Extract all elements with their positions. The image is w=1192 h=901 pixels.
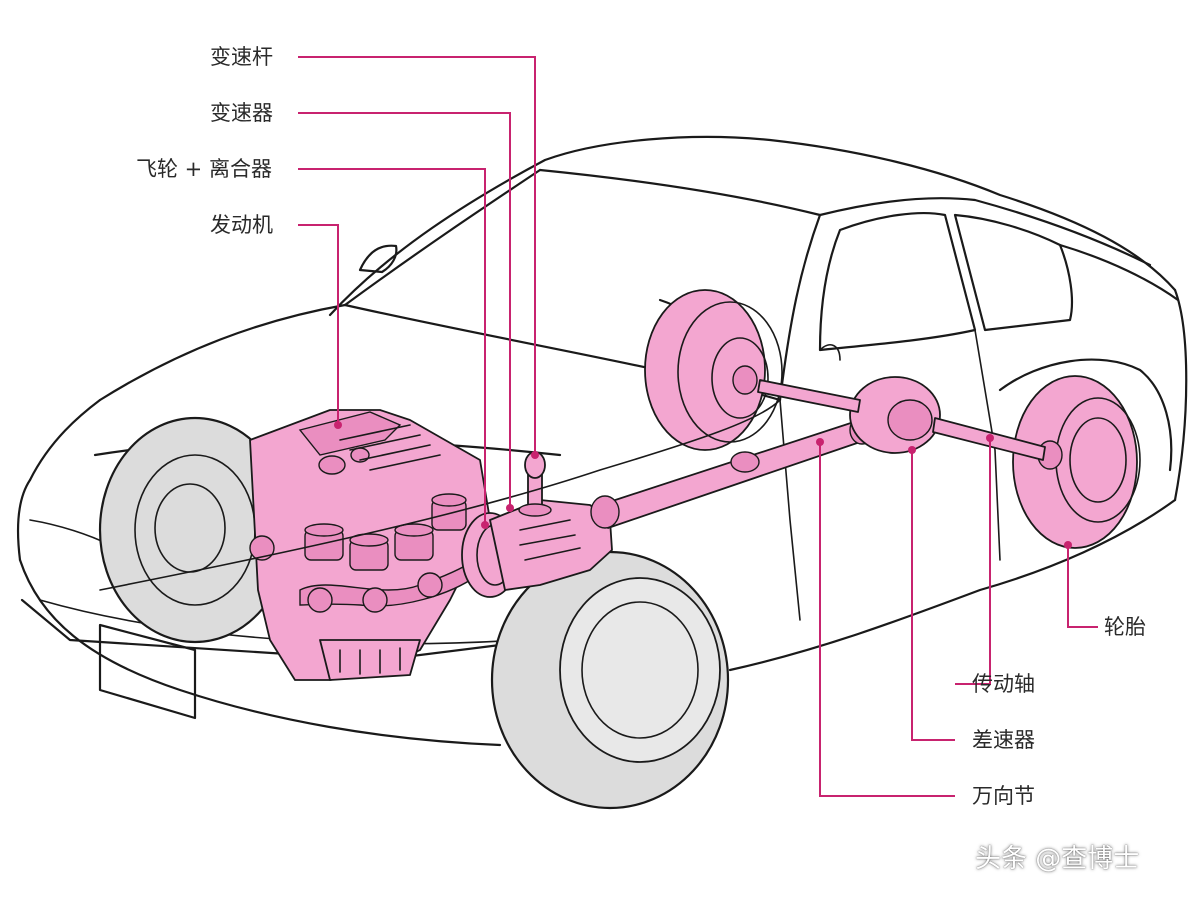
roof-line xyxy=(328,135,1177,317)
label-flywheel-clutch: 飞轮 + 离合器 xyxy=(136,157,272,181)
leader-differential xyxy=(911,450,955,741)
a-pillar xyxy=(778,213,822,402)
rear-end xyxy=(1173,288,1188,502)
label-drive-shaft: 传动轴 xyxy=(972,672,1035,696)
c-pillar xyxy=(1058,243,1180,302)
rear-arch xyxy=(998,358,1173,472)
label-gearbox: 变速器 xyxy=(210,101,273,125)
door-line-front xyxy=(779,399,801,621)
leader-universal-joint xyxy=(819,442,955,797)
leader-gear-lever xyxy=(298,56,536,455)
label-gear-lever: 变速杆 xyxy=(210,45,273,69)
rear-near-wheel xyxy=(1012,375,1141,549)
hood-front xyxy=(28,398,102,482)
door-line-rear xyxy=(974,329,1001,561)
car-body xyxy=(16,135,1188,747)
windshield-left xyxy=(343,168,542,307)
label-tire: 轮胎 xyxy=(1104,615,1146,639)
floor-line xyxy=(99,399,781,591)
leader-tire xyxy=(1067,545,1098,628)
side-mirror xyxy=(358,244,398,274)
front-right-wheel xyxy=(490,550,730,810)
front-side-window xyxy=(818,212,977,352)
engine-block xyxy=(249,409,491,681)
watermark: 头条 @查博士 xyxy=(975,844,1140,874)
door-handle xyxy=(819,344,841,361)
rocker-line xyxy=(728,498,1177,672)
leader-drive-shaft xyxy=(955,438,991,685)
gearbox xyxy=(489,499,613,591)
leader-flywheel xyxy=(298,168,486,525)
leader-lines xyxy=(298,56,1098,797)
label-engine: 发动机 xyxy=(210,213,273,237)
gear-lever xyxy=(518,451,552,517)
hood-edge xyxy=(98,303,347,402)
rear-far-wheel xyxy=(644,289,783,451)
leader-gearbox xyxy=(298,112,511,508)
leader-engine xyxy=(298,224,339,425)
license-plate xyxy=(98,623,197,720)
differential xyxy=(757,376,1046,461)
roof-rear-line xyxy=(538,168,1152,267)
rear-side-window xyxy=(953,213,1074,332)
bumper-nose xyxy=(16,478,32,562)
grille-bar xyxy=(20,598,542,662)
label-differential: 差速器 xyxy=(972,728,1035,752)
label-universal-joint: 万向节 xyxy=(972,784,1035,808)
headlight-line xyxy=(29,519,111,546)
